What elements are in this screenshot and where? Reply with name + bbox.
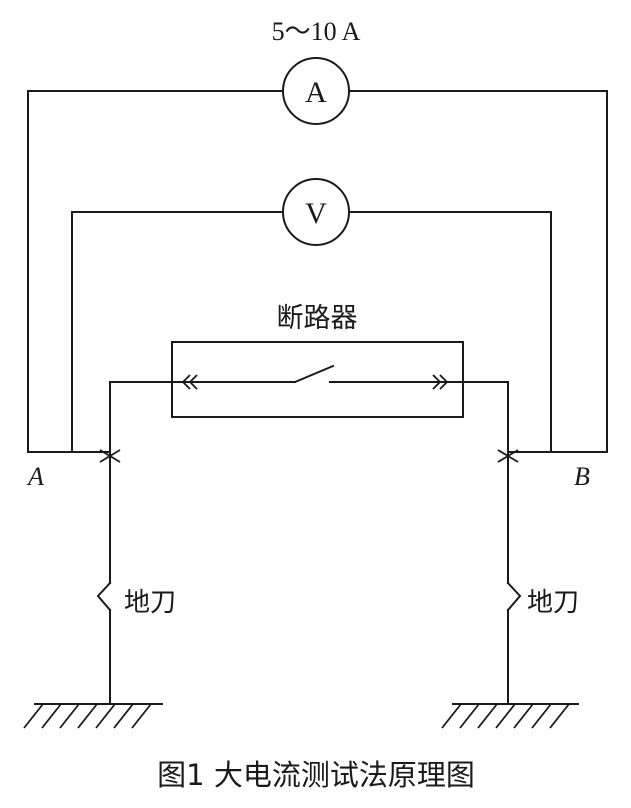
contact-chevron-left	[181, 374, 198, 390]
breaker-switch-blade	[293, 364, 335, 384]
ground-hatch-right	[441, 703, 570, 729]
ammeter-loop-right	[349, 90, 608, 453]
ground-hatch-left	[23, 703, 152, 729]
breaker-label: 断路器	[277, 303, 358, 334]
current-range-label: 5～10 A	[272, 17, 361, 46]
ammeter-symbol: A	[305, 76, 327, 109]
point-a-label: A	[26, 462, 44, 491]
breaker-lead-right	[329, 381, 509, 453]
earth-switch-left-label: 地刀	[124, 588, 176, 618]
breaker-lead-left	[109, 381, 296, 453]
contact-chevron-right	[432, 374, 449, 390]
voltmeter-symbol: V	[305, 197, 327, 230]
voltmeter-loop-left	[71, 211, 284, 453]
voltmeter-circle	[282, 178, 350, 246]
ammeter-circle	[282, 57, 350, 125]
figure-caption: 图1 大电流测试法原理图	[157, 758, 475, 792]
breaker-box	[171, 341, 464, 418]
earth-switch-right-blade	[506, 581, 522, 612]
ammeter-loop-left	[27, 90, 284, 453]
earth-switch-right-label: 地刀	[527, 588, 579, 618]
earth-switch-left-blade	[96, 581, 112, 612]
voltmeter-loop-right	[349, 211, 552, 453]
point-b-label: B	[574, 462, 590, 491]
